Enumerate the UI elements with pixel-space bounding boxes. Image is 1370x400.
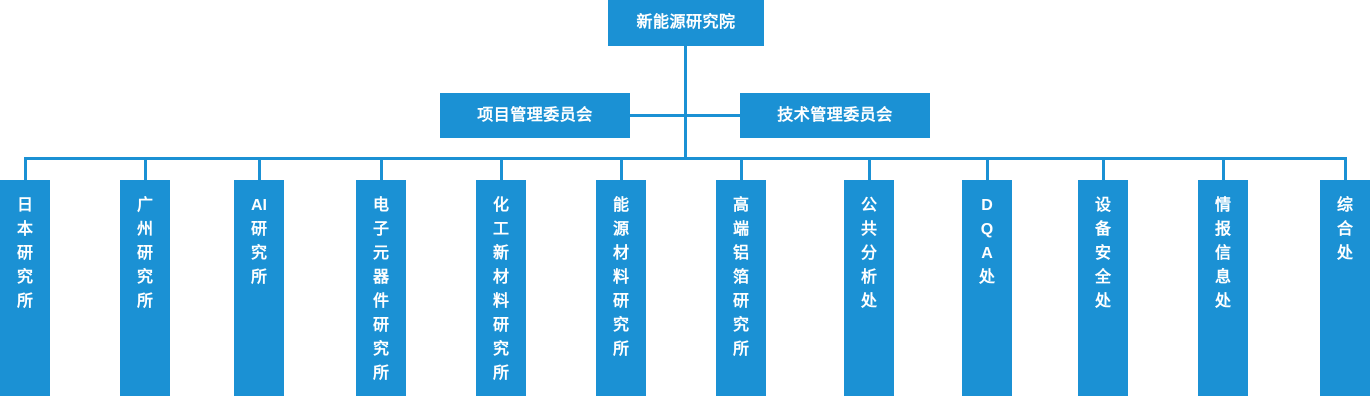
org-node-label-char: 信 xyxy=(1214,245,1231,262)
org-node-label-char: 材 xyxy=(612,245,629,262)
org-node-label-char: Q xyxy=(980,221,994,238)
org-node-committee-1-label: 技术管理委员会 xyxy=(777,106,893,124)
org-node-label-char: 究 xyxy=(612,317,629,334)
org-node-dept-ai-institute[interactable]: AI 研究所 xyxy=(234,180,284,396)
connector-drop-9 xyxy=(1102,157,1105,180)
connector-drop-10 xyxy=(1222,157,1225,180)
connector-drop-8 xyxy=(986,157,989,180)
connector-drop-0 xyxy=(24,157,27,180)
org-node-label-char: D xyxy=(981,197,993,214)
org-node-label-char: 备 xyxy=(1094,221,1111,238)
org-node-label-char: 料 xyxy=(612,269,629,286)
org-node-label-char: 研 xyxy=(372,317,389,334)
org-node-label-char: 所 xyxy=(372,365,389,382)
org-node-label-char: 处 xyxy=(1214,293,1231,310)
org-node-label-char: 析 xyxy=(860,269,877,286)
org-node-label-char: 箔 xyxy=(732,269,749,286)
org-node-label-char: 工 xyxy=(492,221,509,238)
org-node-label-char: A xyxy=(981,245,993,262)
org-node-label-char: 报 xyxy=(1214,221,1231,238)
org-node-committee-0-label: 项目管理委员会 xyxy=(477,106,593,124)
org-node-label-char: 本 xyxy=(16,221,33,238)
org-node-label-char: 安 xyxy=(1094,245,1111,262)
org-node-label-char: 共 xyxy=(860,221,877,238)
org-node-dept-electronic-components[interactable]: 电子元器件研究所 xyxy=(356,180,406,396)
org-node-dept-energy-materials[interactable]: 能源材料研究所 xyxy=(596,180,646,396)
org-node-root[interactable]: 新能源研究院 xyxy=(608,0,764,46)
org-node-label-char: 所 xyxy=(612,341,629,358)
org-node-label-char: 电 xyxy=(372,197,389,214)
org-node-committee-technical-management[interactable]: 技术管理委员会 xyxy=(740,93,930,138)
connector-drop-11 xyxy=(1344,157,1347,180)
org-node-dept-high-end-aluminium-foil[interactable]: 高端铝箔研究所 xyxy=(716,180,766,396)
org-node-label-char: 器 xyxy=(372,269,389,286)
org-node-label-char: 铝 xyxy=(732,245,749,262)
org-node-dept-japan-institute[interactable]: 日本研究所 xyxy=(0,180,50,396)
org-node-label-char: 研 xyxy=(612,293,629,310)
connector-drop-1 xyxy=(144,157,147,180)
connector-department-bus xyxy=(24,157,1346,160)
org-node-label-char: 所 xyxy=(16,293,33,310)
org-node-label-char: 高 xyxy=(732,197,749,214)
org-node-dept-chemical-new-materials[interactable]: 化工新材料研究所 xyxy=(476,180,526,396)
connector-drop-4 xyxy=(500,157,503,180)
org-node-label-char: 端 xyxy=(732,221,749,238)
connector-trunk-vertical xyxy=(684,46,687,159)
org-node-label-char: 研 xyxy=(136,245,153,262)
org-node-label-char: 所 xyxy=(250,269,267,286)
org-node-label-char: 究 xyxy=(16,269,33,286)
org-node-label-char: 子 xyxy=(372,221,389,238)
org-node-label-char: 材 xyxy=(492,269,509,286)
org-node-dept-guangzhou-institute[interactable]: 广州研究所 xyxy=(120,180,170,396)
org-node-label-char: 究 xyxy=(492,341,509,358)
org-node-dept-intelligence-information[interactable]: 情报信息处 xyxy=(1198,180,1248,396)
org-node-label-char: 料 xyxy=(492,293,509,310)
org-node-label-char: 全 xyxy=(1094,269,1111,286)
org-node-label-char: 情 xyxy=(1214,197,1231,214)
org-node-label-char: 处 xyxy=(1094,293,1111,310)
connector-drop-5 xyxy=(620,157,623,180)
org-node-label-char: AI xyxy=(251,197,267,214)
org-node-committee-project-management[interactable]: 项目管理委员会 xyxy=(440,93,630,138)
org-node-label-char: 设 xyxy=(1094,197,1111,214)
org-node-label-char: 究 xyxy=(732,317,749,334)
org-node-label-char: 广 xyxy=(136,197,153,214)
connector-committee-horizontal xyxy=(630,114,740,117)
org-node-label-char: 究 xyxy=(372,341,389,358)
org-node-dept-general-affairs[interactable]: 综合处 xyxy=(1320,180,1370,396)
connector-drop-2 xyxy=(258,157,261,180)
org-node-label-char: 综 xyxy=(1336,197,1353,214)
org-node-label-char: 件 xyxy=(372,293,389,310)
org-node-label-char: 元 xyxy=(372,245,389,262)
connector-drop-7 xyxy=(868,157,871,180)
org-node-root-label: 新能源研究院 xyxy=(636,14,736,31)
org-node-label-char: 息 xyxy=(1214,269,1231,286)
org-node-label-char: 处 xyxy=(860,293,877,310)
org-node-label-char: 处 xyxy=(1336,245,1353,262)
org-node-label-char: 究 xyxy=(136,269,153,286)
org-node-label-char: 化 xyxy=(492,197,509,214)
org-node-label-char: 所 xyxy=(136,293,153,310)
org-node-label-char: 新 xyxy=(492,245,509,262)
org-node-label-char: 公 xyxy=(860,197,877,214)
org-node-label-char: 源 xyxy=(612,221,629,238)
org-node-dept-public-analysis[interactable]: 公共分析处 xyxy=(844,180,894,396)
org-node-label-char: 能 xyxy=(612,197,629,214)
connector-drop-3 xyxy=(380,157,383,180)
connector-drop-6 xyxy=(740,157,743,180)
org-node-label-char: 所 xyxy=(492,365,509,382)
org-node-label-char: 研 xyxy=(250,221,267,238)
org-node-label-char: 合 xyxy=(1336,221,1353,238)
org-node-label-char: 州 xyxy=(136,221,153,238)
org-node-label-char: 研 xyxy=(492,317,509,334)
org-node-label-char: 究 xyxy=(250,245,267,262)
org-node-label-char: 所 xyxy=(732,341,749,358)
org-node-label-char: 处 xyxy=(978,269,995,286)
org-node-label-char: 研 xyxy=(16,245,33,262)
org-node-dept-equipment-safety[interactable]: 设备安全处 xyxy=(1078,180,1128,396)
org-node-label-char: 分 xyxy=(860,245,877,262)
org-node-label-char: 日 xyxy=(16,197,33,214)
org-node-label-char: 研 xyxy=(732,293,749,310)
